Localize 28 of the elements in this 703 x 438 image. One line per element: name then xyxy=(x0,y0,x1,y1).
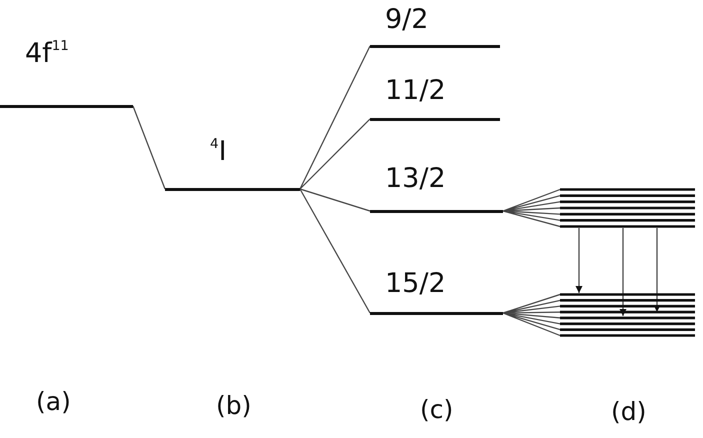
panel-label: (d) xyxy=(611,399,646,424)
connector-line xyxy=(132,106,166,190)
energy-level xyxy=(370,77,500,120)
transition-arrow xyxy=(620,228,626,316)
energy-level xyxy=(370,165,503,212)
connector-line xyxy=(300,118,370,190)
transition-arrow xyxy=(654,228,660,312)
panel-label: (a) xyxy=(36,389,71,414)
panel-label: (b) xyxy=(216,393,252,418)
fan-lines xyxy=(502,188,561,228)
level-label: 9/2 xyxy=(385,6,428,33)
level-label: 4f$^{11}$ xyxy=(25,40,69,67)
energy-level xyxy=(370,270,503,314)
level-label: 15/2 xyxy=(385,270,446,297)
panel-label: (c) xyxy=(420,397,454,422)
level-label: 11/2 xyxy=(385,77,446,104)
sublevel-stack xyxy=(560,293,695,337)
energy-level xyxy=(165,138,300,190)
level-label: $^{4}$I xyxy=(210,138,227,165)
connector-line xyxy=(299,46,371,190)
energy-level xyxy=(0,40,133,108)
connector-line xyxy=(300,188,370,212)
sublevel-stack xyxy=(560,188,695,228)
connector-line xyxy=(299,188,371,314)
transition-arrow xyxy=(576,228,582,293)
fan-lines xyxy=(502,294,561,336)
energy-level xyxy=(370,6,500,48)
level-label: 13/2 xyxy=(385,165,446,192)
